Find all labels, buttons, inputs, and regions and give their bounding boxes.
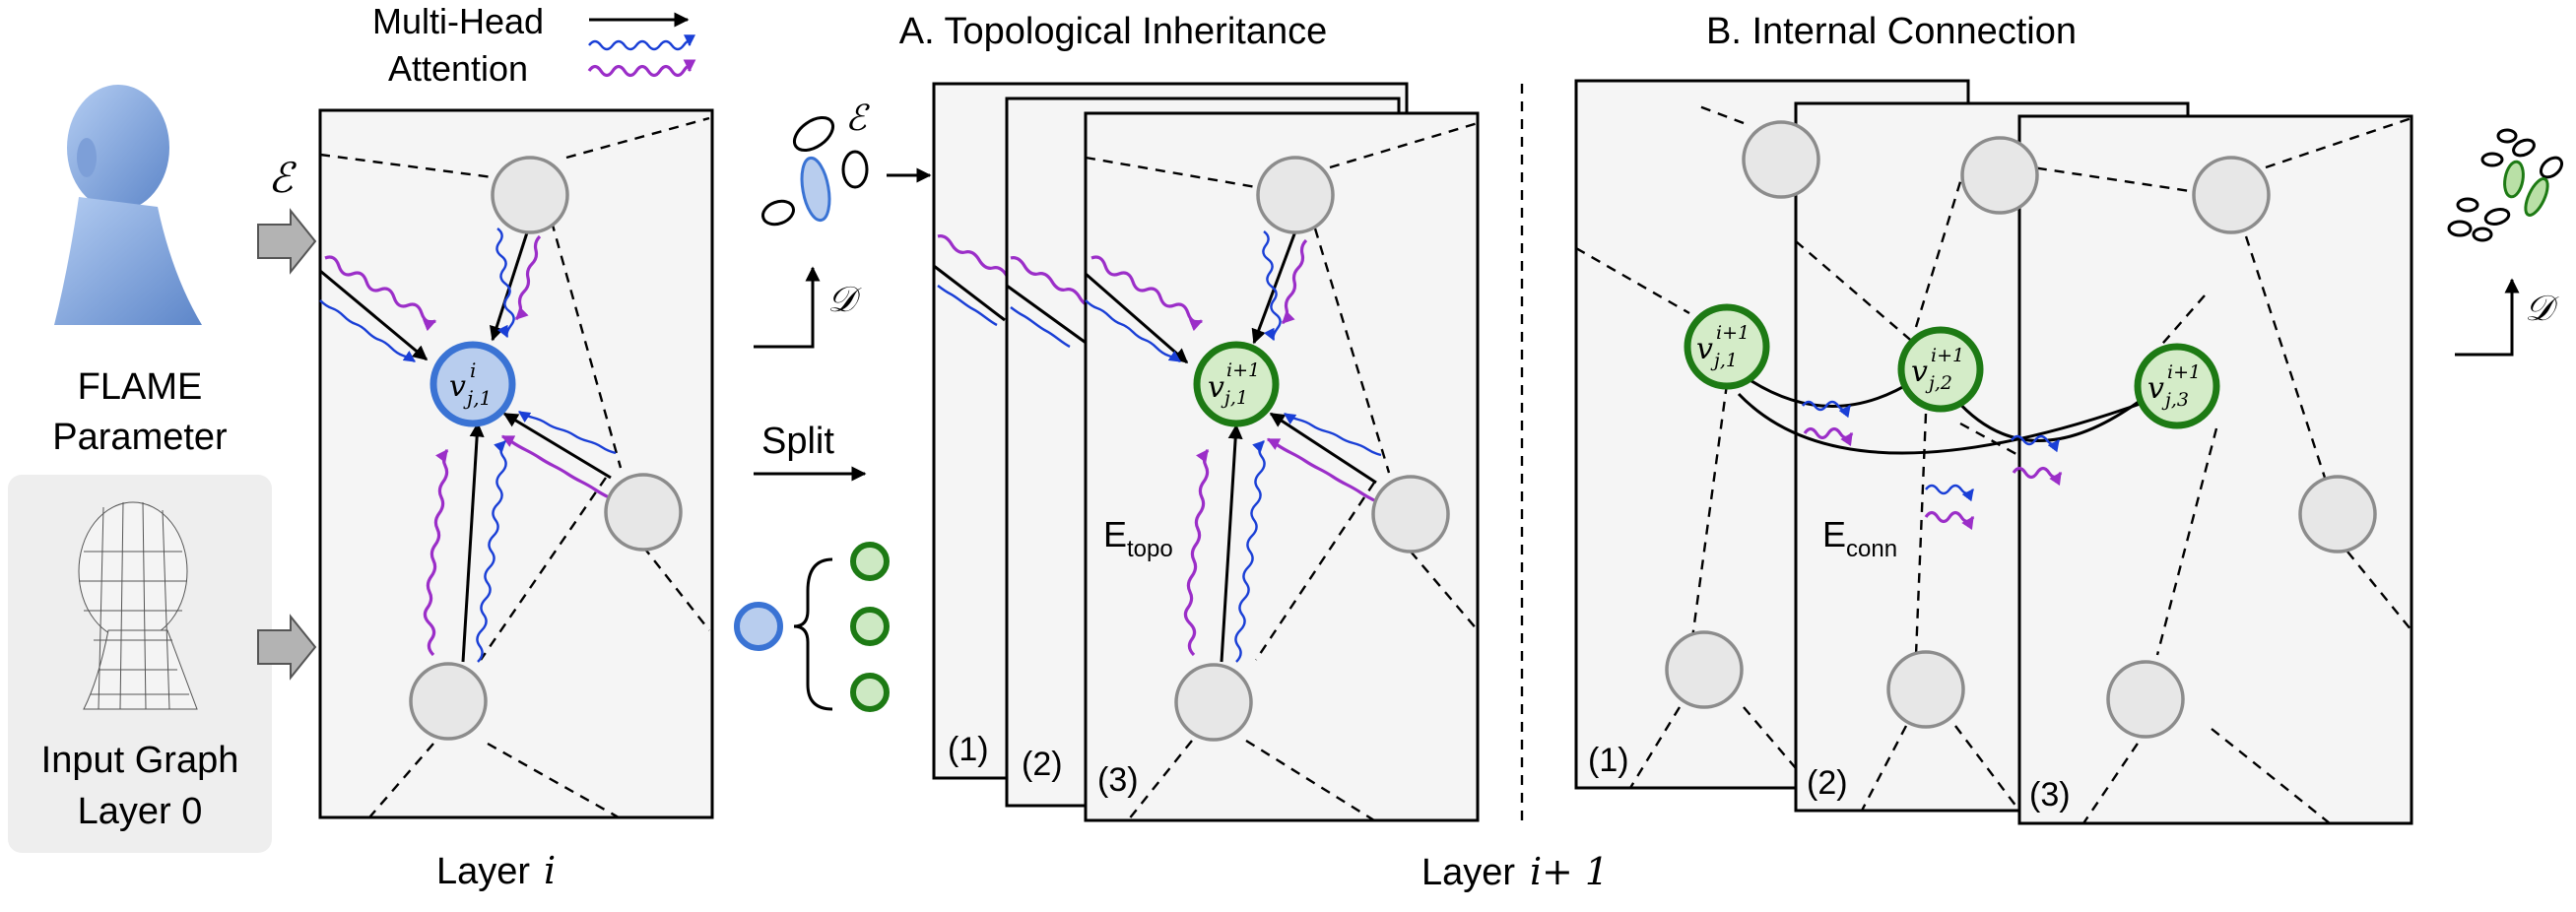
section-b-node-1-sub: j,1	[1710, 350, 1738, 371]
section-a-edge-sub: topo	[1127, 536, 1173, 562]
section-b-node-2-label: v	[1911, 355, 1928, 389]
section-b-node-top-1	[1742, 120, 1820, 199]
section-b-copy-2-label: (2)	[1807, 764, 1848, 802]
center-node-sup: i	[470, 358, 476, 382]
section-a-center-node: v i+1 j,1	[1193, 341, 1280, 427]
section-b-node-2-sup: i+1	[1931, 345, 1964, 366]
section-b-edge-label: E conn	[1822, 514, 1897, 562]
section-b-node-bottom-3	[2106, 660, 2185, 739]
neighbor-node-bottom	[409, 662, 488, 741]
layer-i-dashed-edges	[319, 116, 710, 819]
input-graph-label-line1: Input Graph	[41, 740, 239, 781]
decoder-symbol-mid: 𝒟	[827, 280, 862, 320]
section-b-node-3-sub: j,3	[2161, 389, 2189, 411]
center-node-sub: j,1	[463, 386, 492, 410]
section-a-node-label: v	[1208, 370, 1224, 405]
mesh-head-icon	[78, 501, 198, 710]
encoder-symbol-mid: ℰ	[845, 98, 870, 139]
section-a-node-right	[1371, 475, 1450, 554]
section-a-copy-2-label: (2)	[1022, 746, 1063, 783]
section-b-node-top-3	[2192, 156, 2271, 234]
gaussian-cluster-right	[2447, 128, 2564, 242]
section-a-copy-3: v i+1 j,1 E topo (3)	[1084, 111, 1480, 822]
section-a-edge-label: E topo	[1103, 514, 1173, 562]
layer-i-caption-text: Layer	[436, 851, 530, 892]
layer-i-plus-1-caption-text: Layer	[1421, 852, 1515, 893]
section-a-copy-3-label: (3)	[1097, 761, 1139, 799]
legend-label-line1: Multi-Head	[372, 1, 544, 41]
section-b-node-1-sup: i+1	[1716, 322, 1750, 344]
section-b-node-2: v i+1 j,2	[1897, 326, 1984, 413]
graph-to-layer-arrow	[257, 614, 317, 681]
center-node-blue: v i j,1	[429, 341, 516, 427]
section-a-node-top	[1256, 156, 1335, 234]
split-source-node	[734, 602, 783, 651]
decoder-symbol-right: 𝒟	[2525, 289, 2559, 329]
input-graph-label-line2: Layer 0	[78, 791, 203, 832]
section-b-node-3-sup: i+1	[2167, 361, 2201, 383]
section-b-node-top-2	[1960, 136, 2039, 215]
section-b-title: B. Internal Connection	[1706, 11, 2077, 52]
flame-label-line1: FLAME	[78, 366, 203, 408]
flame-to-layer-arrow	[257, 208, 317, 275]
layer-i-plus-1-caption-suffix: + 1	[1542, 850, 1609, 893]
section-b-node-2-sub: j,2	[1925, 372, 1952, 394]
layer-i-plus-1-caption: Layer i + 1	[1421, 850, 1609, 893]
gaussian-cluster-top	[761, 115, 869, 227]
section-b-node-3-label: v	[2147, 371, 2164, 406]
encoder-symbol-left: ℰ	[268, 154, 297, 202]
layer-i-caption: Layer i	[436, 849, 556, 892]
center-node-label: v	[449, 369, 466, 404]
svg-text:v: v	[449, 369, 466, 404]
section-a-attention	[1085, 230, 1382, 663]
section-a-title: A. Topological Inheritance	[899, 11, 1327, 52]
layer-i-panel: v i j,1	[318, 108, 714, 819]
section-b-copy-3-label: (3)	[2029, 776, 2071, 814]
section-a-node-sub: j,1	[1221, 387, 1248, 409]
section-a-dashed-edges	[1085, 121, 1479, 822]
split-child-node-1	[850, 542, 890, 581]
section-b-node-1: v i+1 j,1	[1684, 303, 1770, 390]
split-child-node-3	[850, 673, 890, 712]
input-graph: Input Graph Layer 0	[8, 475, 272, 853]
legend-wave-blue	[588, 34, 695, 51]
layer-i-plus-1-caption-var: i	[1530, 850, 1542, 893]
neighbor-node-right	[604, 473, 683, 552]
section-b-node-1-label: v	[1696, 332, 1713, 366]
flame-head-icon	[54, 85, 202, 325]
split-child-node-2	[850, 607, 890, 646]
split-illustration	[734, 542, 890, 712]
legend: Multi-Head Attention	[372, 1, 696, 89]
section-b-node-right-3	[2298, 475, 2377, 554]
section-b-edge-main: E	[1822, 514, 1846, 554]
decoder-axis-right	[2455, 278, 2520, 357]
section-a-node-sup: i+1	[1226, 359, 1260, 381]
section-b-edge-sub: conn	[1846, 536, 1897, 562]
section-b-connections	[1737, 377, 2168, 531]
section-b-copy-1-label: (1)	[1588, 742, 1629, 779]
section-a-copy-1-label: (1)	[948, 731, 989, 768]
section-a-node-bottom	[1174, 663, 1253, 742]
section-b-node-bottom-1	[1665, 630, 1744, 709]
decoder-axis-mid	[754, 266, 821, 349]
section-b-node-bottom-2	[1886, 650, 1965, 729]
legend-wave-purple	[587, 59, 696, 78]
layer-i-caption-var: i	[544, 849, 556, 892]
legend-label-line2: Attention	[388, 48, 528, 89]
flame-label-line2: Parameter	[52, 417, 228, 458]
neighbor-node-top	[491, 156, 569, 234]
split-label: Split	[761, 421, 834, 462]
flame-input: FLAME Parameter	[52, 85, 228, 458]
layer-i-attention	[319, 226, 617, 663]
section-a-edge-main: E	[1103, 514, 1127, 554]
split-brace	[793, 557, 833, 711]
section-b-copy-3: (3)	[2017, 114, 2413, 825]
section-b-node-3: v i+1 j,3	[2134, 343, 2220, 429]
